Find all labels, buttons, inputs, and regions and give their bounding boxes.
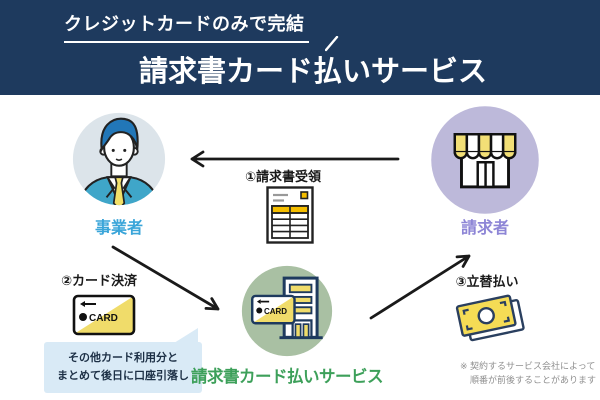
credit-card-icon: CARD [72,294,136,336]
header-tagline: クレジットカードのみで完結 [64,10,309,43]
step-receive-invoice-label: ①請求書受領 [244,169,321,184]
service-card-icon: CARD [250,294,296,325]
page-title: 請求書カード払いサービス [139,56,488,88]
biller-label: 請求者 [460,220,509,237]
card-text: CARD [89,313,118,324]
business-label: 事業者 [94,220,143,237]
service-card-text: CARD [264,307,287,316]
store-icon [431,106,539,214]
footnote: ※ 契約するサービス会社によって 順番が前後することがあります [460,360,596,388]
business-person-icon [72,112,166,206]
bubble-line2: まとめて後日に口座引落し [57,370,189,383]
step-advance-payment-label: ③立替払い [455,274,519,289]
arrow-biller-to-business [190,150,400,168]
bubble-line1: その他カード利用分と [68,352,178,364]
service-label: 請求書カード払いサービス [191,368,384,386]
slash-accent-icon [325,36,339,52]
invoice-icon [266,186,314,244]
service-building-icon: CARD [241,265,333,357]
footnote-line2: 順番が前後することがあります [470,374,597,385]
banknote-icon [455,294,525,342]
footnote-line1: ※ 契約するサービス会社によって [460,361,596,371]
header-banner: クレジットカードのみで完結 請求書カード払いサービス [0,0,600,95]
step-card-payment-label: ②カード決済 [60,273,137,288]
direct-debit-bubble: その他カード利用分と まとめて後日に口座引落し [44,327,202,394]
